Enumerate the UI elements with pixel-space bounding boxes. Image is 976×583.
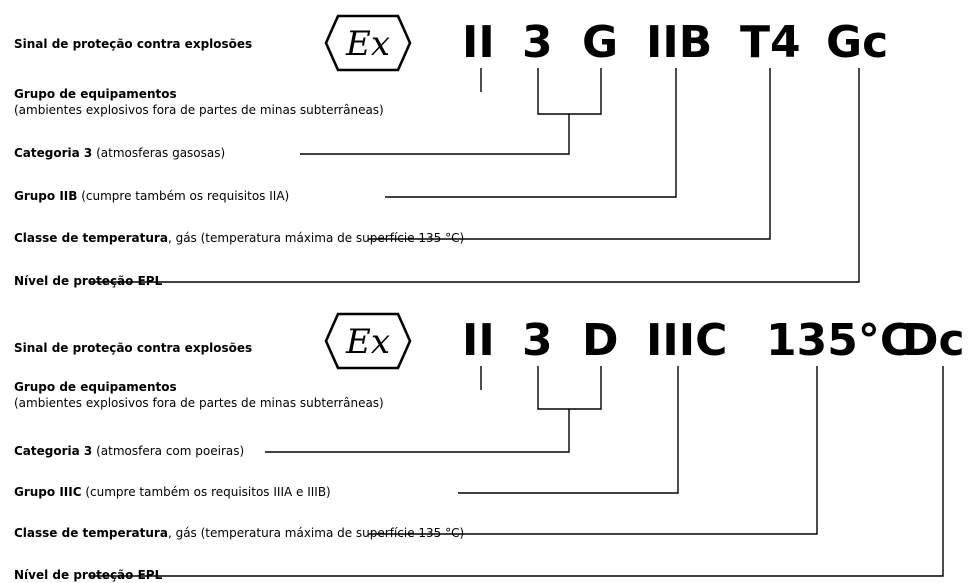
equipment-group-label: Grupo de equipamentos xyxy=(14,380,177,394)
category-label: Categoria 3 (atmosferas gasosas) xyxy=(14,146,226,160)
code-epl: Dc xyxy=(902,315,965,366)
temperature-class-label: Classe de temperatura, gás (temperatura … xyxy=(14,231,465,245)
code-equipment-group: II xyxy=(462,315,495,366)
category-connector xyxy=(300,114,570,155)
svg-text:Ex: Ex xyxy=(345,322,390,362)
protection-sign-label: Sinal de proteção contra explosões xyxy=(14,341,253,355)
equipment-group-description: (ambientes explosivos fora de partes de … xyxy=(14,103,384,117)
epl-connector xyxy=(90,68,860,283)
code-equipment-group: II xyxy=(462,17,495,68)
code-atmosphere: D xyxy=(582,315,619,366)
category-bracket xyxy=(537,68,602,115)
group-label: Grupo IIB (cumpre também os requisitos I… xyxy=(14,189,290,203)
code-epl: Gc xyxy=(826,17,889,68)
temperature-class-connector xyxy=(368,366,818,535)
group-connector xyxy=(458,366,679,494)
temperature-class-connector xyxy=(368,68,771,240)
category-bracket xyxy=(537,366,602,410)
equipment-group-description: (ambientes explosivos fora de partes de … xyxy=(14,396,384,410)
epl-label: Nível de proteção EPL xyxy=(14,568,163,582)
group-label: Grupo IIIC (cumpre também os requisitos … xyxy=(14,485,331,499)
code-category: 3 xyxy=(522,17,553,68)
code-gas-group: IIB xyxy=(646,17,713,68)
group-connector xyxy=(385,68,677,198)
code-temperature-class: T4 xyxy=(740,17,801,68)
category-connector xyxy=(265,409,570,453)
code-category: 3 xyxy=(522,315,553,366)
temperature-class-label: Classe de temperatura, gás (temperatura … xyxy=(14,526,465,540)
code-atmosphere: G xyxy=(582,17,619,68)
code-max-temperature: 135°C xyxy=(766,315,913,366)
code-dust-group: IIIC xyxy=(646,315,728,366)
ex-hexagon-icon: Ex xyxy=(324,14,412,72)
epl-label: Nível de proteção EPL xyxy=(14,274,163,288)
svg-text:Ex: Ex xyxy=(345,24,390,64)
protection-sign-label: Sinal de proteção contra explosões xyxy=(14,37,253,51)
equipment-group-label: Grupo de equipamentos xyxy=(14,87,177,101)
ex-hexagon-icon: Ex xyxy=(324,312,412,370)
category-label: Categoria 3 (atmosfera com poeiras) xyxy=(14,444,245,458)
